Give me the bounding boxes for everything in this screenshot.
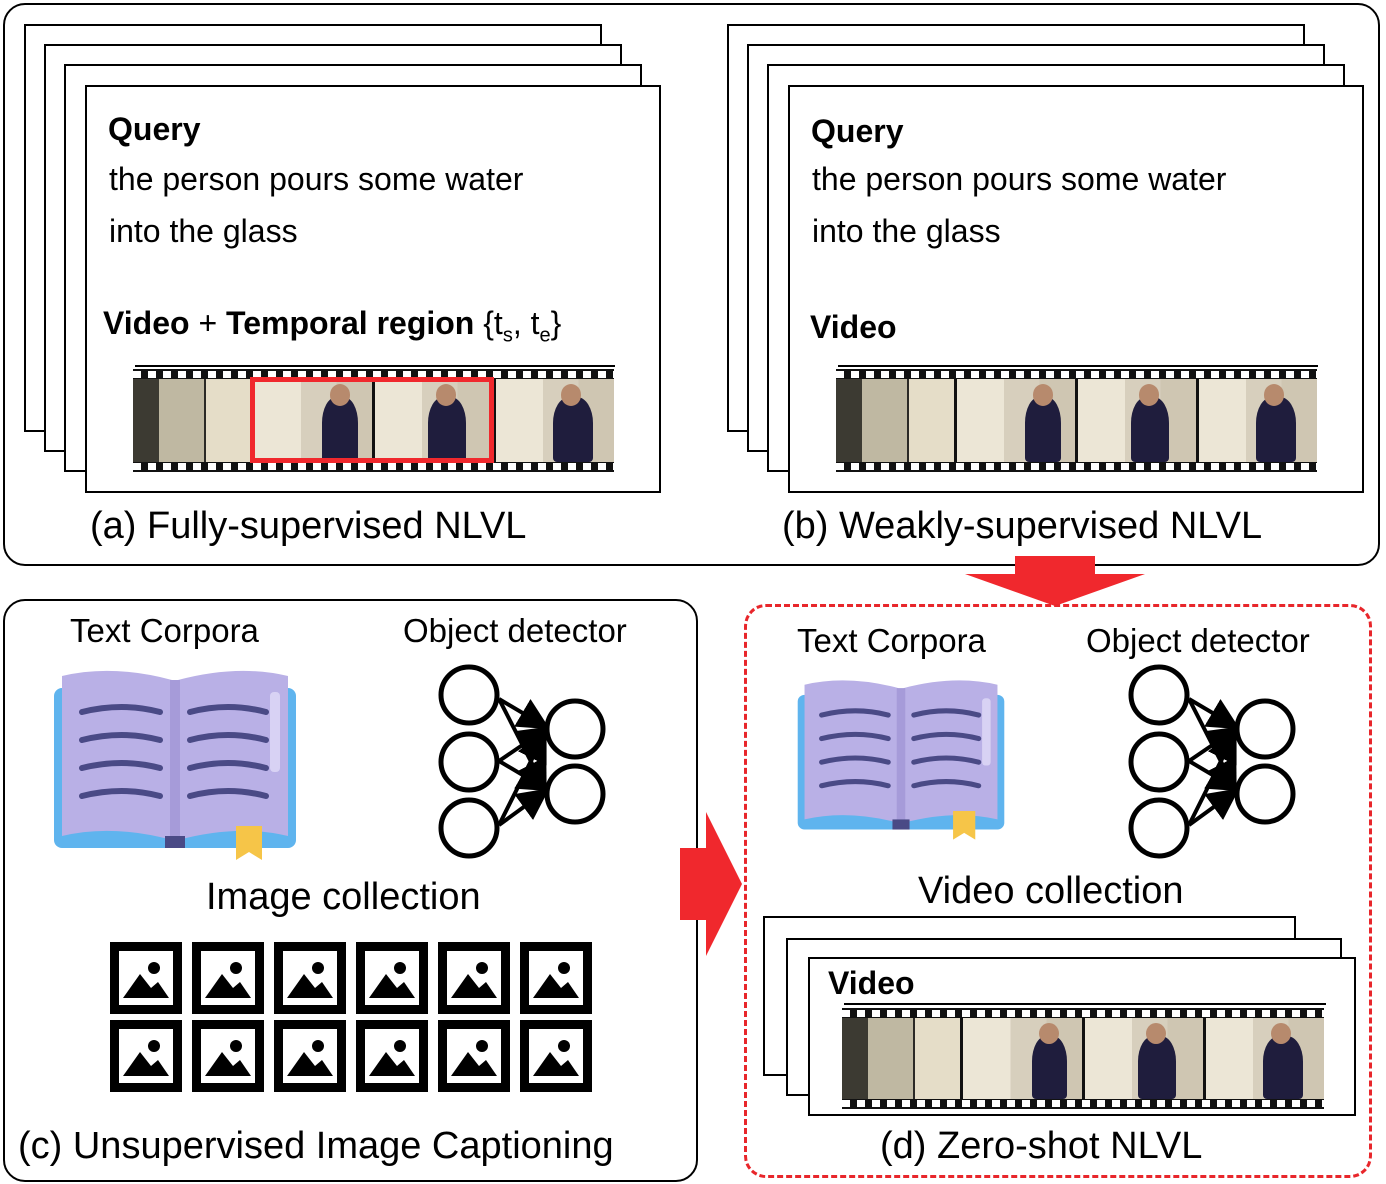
panel-a-video-label: Video <box>103 305 190 341</box>
neural-network-icon <box>1128 664 1296 859</box>
panel-d-sprockets-bottom <box>842 1100 1324 1107</box>
panel-a-frames <box>133 379 614 462</box>
video-frame <box>375 379 493 462</box>
panel-d-frames <box>842 1018 1324 1099</box>
video-frame <box>1205 1018 1324 1099</box>
arrow-down-icon <box>965 556 1145 606</box>
video-frame <box>836 379 954 462</box>
panel-b-caption: (b) Weakly-supervised NLVL <box>782 505 1263 547</box>
panel-a-region-s: s <box>502 324 513 347</box>
person-head <box>329 383 350 406</box>
panel-b-sprockets-bottom <box>836 463 1317 470</box>
video-frame <box>1078 379 1196 462</box>
image-icon <box>192 1020 264 1092</box>
person-figure <box>1255 397 1296 462</box>
video-frame <box>254 379 372 462</box>
panel-a-plus: + <box>189 305 227 341</box>
panel-d-filmstrip-icon <box>842 1008 1324 1109</box>
panel-a-query-line2: into the glass <box>109 213 298 249</box>
panel-a-sprockets-top <box>133 371 614 378</box>
panel-b-sprockets-top <box>836 371 1317 378</box>
person-head <box>1032 383 1053 406</box>
video-frame <box>842 1018 961 1099</box>
zero-shot-panel <box>744 604 1372 1178</box>
panel-c-collection-label: Image collection <box>206 876 481 918</box>
panel-d-video-label: Video <box>828 965 915 1001</box>
panel-d-text-corpora-label: Text Corpora <box>797 622 986 659</box>
person-figure <box>1025 397 1061 462</box>
panel-d-sprockets-top <box>842 1010 1324 1017</box>
panel-a-query-heading: Query <box>108 111 201 147</box>
panel-a-filmstrip-rule <box>135 365 615 367</box>
person-head <box>1270 1022 1291 1044</box>
panel-a-region-sep: , t <box>512 305 540 341</box>
person-figure <box>1031 1035 1068 1099</box>
video-frame <box>496 379 614 462</box>
image-icon <box>110 942 182 1014</box>
panel-d-caption: (d) Zero-shot NLVL <box>880 1125 1203 1167</box>
person-head <box>1263 383 1284 406</box>
arrow-right-icon <box>680 812 742 956</box>
panel-a-region-e: e <box>539 324 551 347</box>
image-icon <box>274 942 346 1014</box>
image-icon <box>438 1020 510 1092</box>
image-icon <box>192 942 264 1014</box>
person-head <box>1139 383 1160 406</box>
panel-b-query-line1: the person pours some water <box>812 161 1227 197</box>
image-icon <box>520 942 592 1014</box>
image-icon <box>356 1020 428 1092</box>
panel-a-video-heading: Video + Temporal region {ts, te} <box>103 305 561 347</box>
person-figure <box>1137 1035 1176 1099</box>
panel-a-temporal-label: Temporal region <box>226 305 475 341</box>
person-head <box>1145 1022 1167 1044</box>
person-figure <box>552 397 593 462</box>
panel-b-filmstrip-icon <box>836 369 1317 472</box>
panel-a-query-line1: the person pours some water <box>109 161 524 197</box>
book-icon <box>797 680 1005 840</box>
person-figure <box>1131 397 1169 462</box>
panel-a-region-close: } <box>550 305 562 341</box>
panel-a-filmstrip-icon <box>133 369 614 472</box>
panel-c-caption: (c) Unsupervised Image Captioning <box>18 1125 614 1167</box>
panel-a-region-open: {t <box>474 305 503 341</box>
person-figure <box>428 397 466 462</box>
video-frame <box>957 379 1075 462</box>
arrow-right-shape <box>680 812 742 956</box>
video-frame <box>963 1018 1082 1099</box>
video-frame <box>1084 1018 1203 1099</box>
image-icon <box>274 1020 346 1092</box>
video-frame <box>1199 379 1317 462</box>
image-icon <box>356 942 428 1014</box>
person-head <box>436 383 457 406</box>
panel-c-object-detector-label: Object detector <box>403 612 627 649</box>
video-frame <box>133 379 251 462</box>
panel-b-filmstrip-rule <box>838 365 1318 367</box>
person-head <box>1038 1022 1060 1044</box>
book-icon <box>54 670 296 860</box>
image-grid <box>110 942 592 1092</box>
arrow-down-shape <box>965 556 1145 606</box>
panel-b-query-heading: Query <box>811 113 904 149</box>
panel-d-filmstrip-rule <box>844 1003 1326 1005</box>
neural-network-icon <box>438 664 606 859</box>
person-figure <box>322 397 358 462</box>
panel-c-text-corpora-label: Text Corpora <box>70 612 259 649</box>
panel-b-video-label: Video <box>810 309 897 345</box>
panel-a-caption: (a) Fully-supervised NLVL <box>90 505 527 547</box>
image-icon <box>110 1020 182 1092</box>
panel-b-frames <box>836 379 1317 462</box>
person-head <box>560 383 581 406</box>
panel-d-object-detector-label: Object detector <box>1086 622 1310 659</box>
image-icon <box>438 942 510 1014</box>
panel-a-sprockets-bottom <box>133 463 614 470</box>
image-icon <box>520 1020 592 1092</box>
temporal-region-highlight <box>250 377 494 463</box>
panel-d-collection-label: Video collection <box>918 870 1184 912</box>
person-figure <box>1262 1035 1303 1099</box>
panel-b-query-line2: into the glass <box>812 213 1001 249</box>
